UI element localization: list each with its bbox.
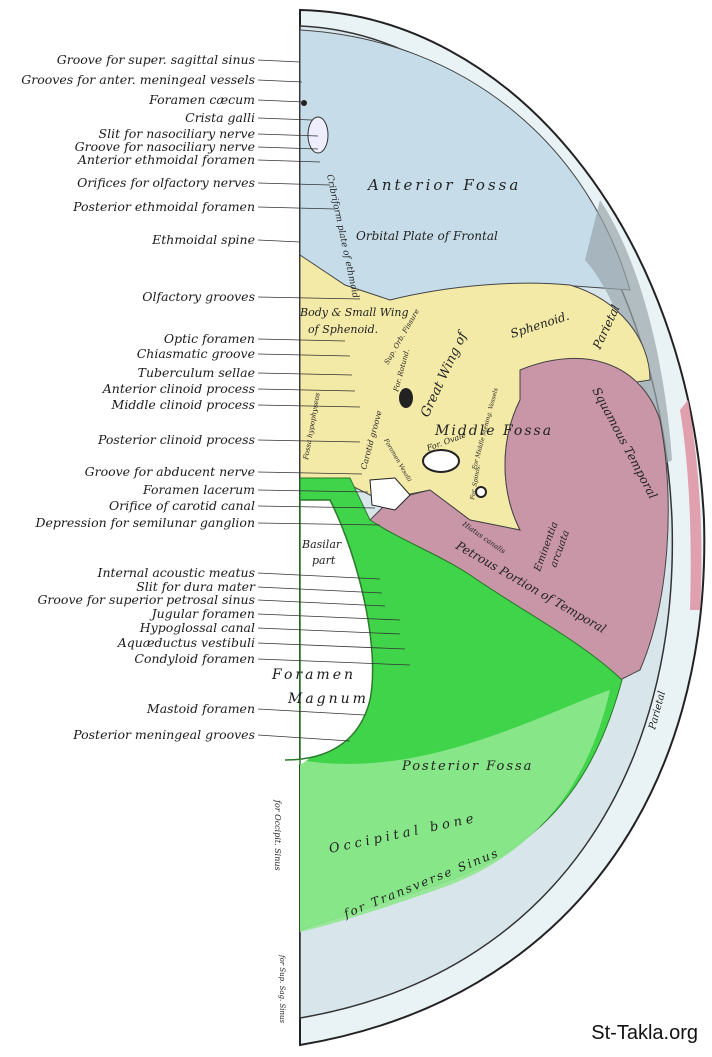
label-groove-for-super-sagittal-sinus: Groove for super. sagittal sinus [56,52,255,67]
label-olfactory-grooves: Olfactory grooves [142,289,255,304]
leader-line [257,133,319,137]
label-mastoid-foramen: Mastoid foramen [146,701,255,716]
label-groove-for-nasociliary-nerve: Groove for nasociliary nerve [74,139,255,154]
label-jugular-foramen: Jugular foramen [151,606,255,621]
region-occipit-sinus: for Occipit. Sinus [273,799,282,871]
leader-line [257,599,386,607]
foramen-lacerum-shape [369,477,411,511]
leader-line [257,338,346,342]
label-foramen-c-cum: Foramen cæcum [149,92,255,107]
leader-line [257,296,361,300]
crista-galli-shape [307,116,329,154]
label-orifices-for-olfactory-nerves: Orifices for olfactory nerves [77,175,255,190]
leader-line [257,439,361,443]
label-aqu-ductus-vestibuli: Aquæductus vestibuli [117,635,255,650]
leader-line [257,59,301,63]
leader-line [257,642,406,650]
leader-line [257,627,401,635]
region-basilar-2: part [312,554,336,567]
foramen-magnum-label-2: Magnum [288,691,369,707]
label-chiasmatic-groove: Chiasmatic groove [136,346,255,361]
leader-line [257,239,301,243]
foramen-ovale [422,449,460,473]
label-slit-for-nasociliary-nerve: Slit for nasociliary nerve [98,126,255,141]
region-basilar-1: Basilar [301,538,342,551]
leader-line [257,658,411,666]
label-ethmoidal-spine: Ethmoidal spine [152,232,255,247]
label-groove-for-abducent-nerve: Groove for abducent nerve [84,464,255,479]
label-internal-acoustic-meatus: Internal acoustic meatus [97,565,256,580]
leader-line [257,159,321,163]
leader-line [257,505,376,509]
label-slit-for-dura-mater: Slit for dura mater [136,579,255,594]
region-anterior-fossa: Anterior Fossa [366,176,521,194]
leader-line [257,117,313,121]
foramen-rotundum [399,388,413,408]
label-posterior-ethmoidal-foramen: Posterior ethmoidal foramen [73,199,255,214]
leader-line [257,79,303,83]
label-depression-for-semilunar-ganglion: Depression for semilunar ganglion [35,515,255,530]
label-anterior-ethmoidal-foramen: Anterior ethmoidal foramen [77,152,255,167]
leader-line [257,471,363,475]
label-posterior-meningeal-grooves: Posterior meningeal grooves [73,727,255,742]
label-crista-galli: Crista galli [185,110,255,125]
label-posterior-clinoid-process: Posterior clinoid process [98,432,255,447]
region-orbital-plate: Orbital Plate of Frontal [356,229,498,243]
label-anterior-clinoid-process: Anterior clinoid process [102,381,255,396]
foramen-spinosum [475,486,487,498]
label-orifice-of-carotid-canal: Orifice of carotid canal [109,498,255,513]
leader-line [257,586,383,594]
leader-line [257,182,331,186]
label-grooves-for-anter-meningeal-vessels: Grooves for anter. meningeal vessels [21,72,255,87]
leader-line [257,206,336,210]
leader-line [257,489,369,493]
foramen-magnum-label-1: Foramen [272,667,356,683]
region-posterior-fossa: Posterior Fossa [401,759,533,774]
occipital-lower-region [300,690,610,932]
region-body-sphenoid-2: of Sphenoid. [308,323,378,336]
leader-line [257,522,381,526]
leader-lines [257,59,411,742]
leader-line [257,353,351,357]
leader-line [257,388,356,392]
leader-line [257,146,319,150]
watermark: St-Takla.org [591,1022,698,1044]
region-body-sphenoid-1: Body & Small Wing [299,306,409,319]
leader-line [257,572,381,580]
leader-line [257,372,353,376]
label-foramen-lacerum: Foramen lacerum [143,482,255,497]
leader-line [257,613,401,621]
leader-line [257,734,351,742]
label-condyloid-foramen: Condyloid foramen [134,651,255,666]
foramen-magnum-edge [284,499,374,765]
label-middle-clinoid-process: Middle clinoid process [111,397,255,412]
temporal-outer-strip [680,400,702,610]
leader-line [257,708,366,716]
label-hypoglossal-canal: Hypoglossal canal [139,620,255,635]
leader-line [257,404,361,408]
leader-line [257,99,305,103]
label-tuberculum-sellae: Tuberculum sellae [137,365,255,380]
label-groove-for-superior-petrosal-sinus: Groove for superior petrosal sinus [37,592,255,607]
label-optic-foramen: Optic foramen [163,331,255,346]
region-middle-fossa: Middle Fossa [434,423,553,439]
foramen-caecum-dot [301,100,307,106]
region-sup-sag-sinus: for Sup. Sag. Sinus [278,954,286,1024]
